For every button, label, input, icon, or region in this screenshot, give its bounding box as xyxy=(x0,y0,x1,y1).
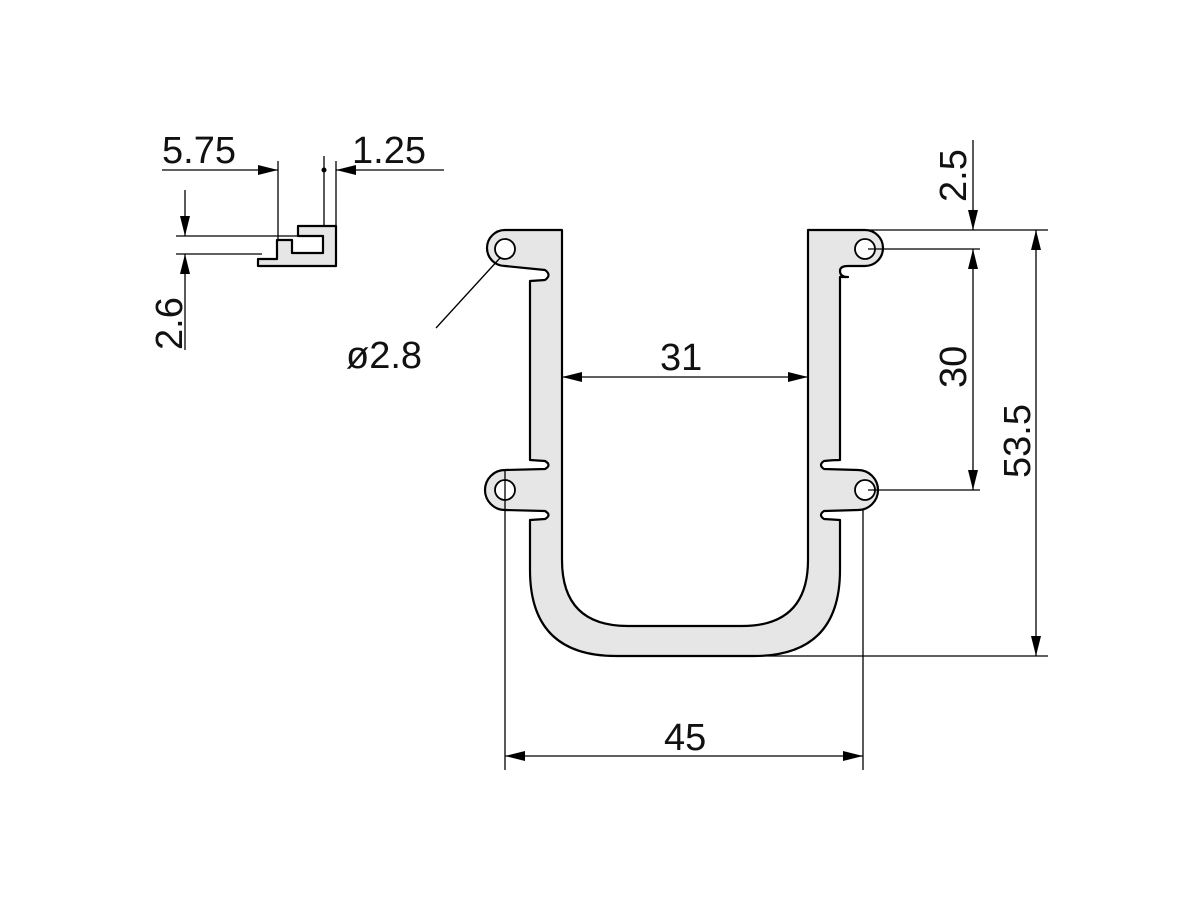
dim-label-1-25: 1.25 xyxy=(352,130,426,172)
leader-hole-diameter xyxy=(435,257,501,329)
arrow-2-6-top xyxy=(180,216,190,236)
dim-label-45: 45 xyxy=(664,717,706,759)
arrow-45-left xyxy=(505,751,525,761)
arrow-2-5-top xyxy=(968,210,978,230)
arrow-53-5-bottom xyxy=(1031,636,1041,656)
dim-label-2-5: 2.5 xyxy=(933,149,975,202)
dim-dot-1-25 xyxy=(321,167,327,173)
arrow-30-bottom xyxy=(968,470,978,490)
arrow-31-left xyxy=(562,372,582,382)
dim-label-5-75: 5.75 xyxy=(162,130,236,172)
small-profile-shape xyxy=(256,224,338,268)
dim-label-hole-diameter: ø2.8 xyxy=(346,335,422,377)
arrow-5-75 xyxy=(258,165,278,175)
arrow-2-6-bottom xyxy=(180,254,190,274)
arrow-45-right xyxy=(843,751,863,761)
dim-label-2-6: 2.6 xyxy=(149,297,191,350)
dim-label-31: 31 xyxy=(660,337,702,379)
arrow-53-5-top xyxy=(1031,230,1041,250)
dim-label-30: 30 xyxy=(933,346,975,388)
dim-label-53-5: 53.5 xyxy=(997,404,1039,478)
mount-hole-top-left xyxy=(494,238,516,260)
u-channel-profile xyxy=(483,228,885,658)
small-section-view: 5.75 1.25 2.6 xyxy=(149,130,444,350)
arrow-1-25 xyxy=(336,165,356,175)
main-profile-view: ø2.8 31 45 2.5 30 xyxy=(346,140,1048,770)
arrow-31-right xyxy=(788,372,808,382)
